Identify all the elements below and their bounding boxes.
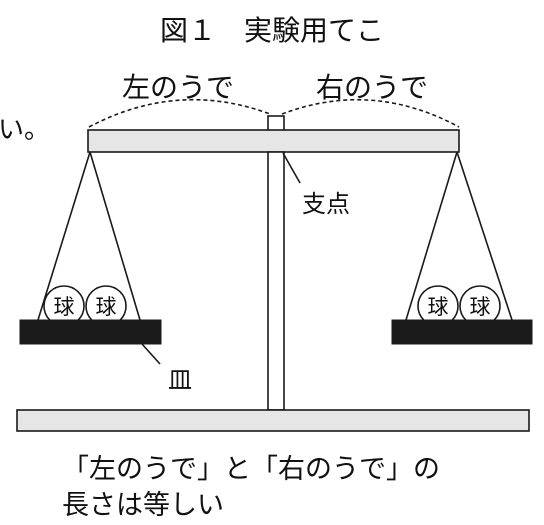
right-ball-2: 球 [459,285,501,327]
left-dish [19,319,162,345]
left-arm-label: 左のうで [122,71,234,104]
cut-off-text: い。 [0,115,50,145]
right-string-outer [456,151,513,321]
ball-label: 球 [96,295,117,319]
dish-label: 皿 [168,366,192,394]
right-string-inner [405,151,458,321]
pivot-block [267,115,285,132]
caption-line-1: 「左のうで」と「右のうで」の [62,454,440,485]
beam [87,129,460,153]
ball-label: 球 [470,295,491,319]
right-arm-dashed-arc [281,98,460,128]
left-string-inner [89,151,141,321]
fulcrum-label: 支点 [302,190,350,218]
fulcrum-leader-line [282,152,301,184]
dish-leader-line [141,343,161,365]
left-string-outer [37,151,91,321]
left-ball-1: 球 [43,285,85,327]
ball-label: 球 [54,295,75,319]
base [16,409,530,432]
right-dish [391,319,533,345]
figure-title: 図１ 実験用てこ [160,14,384,47]
support-post [267,151,285,411]
caption-line-2: 長さは等しい [62,490,224,521]
ball-label: 球 [428,295,449,319]
left-arm-dashed-arc [88,98,271,128]
right-arm-label: 右のうで [316,71,428,104]
